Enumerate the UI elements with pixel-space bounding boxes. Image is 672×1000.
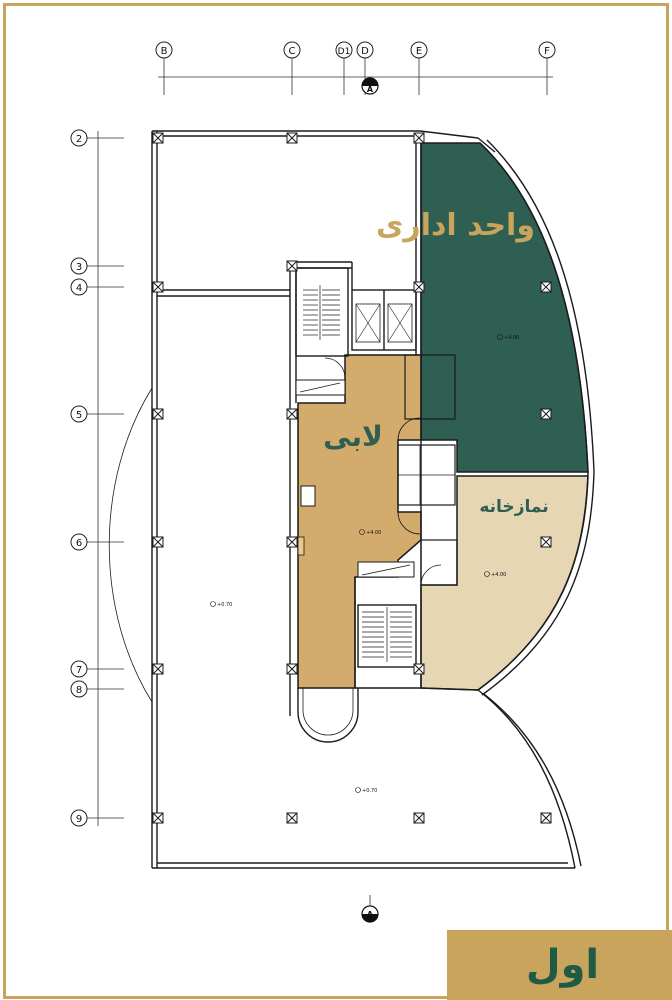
grid-column-bubbles: B C D1 D E F: [155, 41, 556, 59]
column: [286, 132, 298, 144]
column: [413, 132, 425, 144]
column: [286, 663, 298, 675]
grid-label-7: 7: [76, 665, 82, 676]
escalator-bottom: [357, 561, 415, 578]
grid-columns: [158, 57, 553, 95]
grid-label-d: D: [361, 46, 369, 57]
lobby-column-trim: [297, 536, 305, 556]
grid-label-9: 9: [76, 814, 82, 825]
lobby-fixture: [300, 485, 316, 507]
page-frame: [3, 3, 669, 999]
structural-columns: [152, 132, 552, 824]
level-marker: +0.70: [210, 601, 232, 608]
door-swings: [324, 357, 442, 586]
svg-text:+0.70: +0.70: [362, 788, 377, 794]
stair-treads-north: [303, 285, 340, 340]
column: [152, 536, 164, 548]
column: [540, 408, 552, 420]
svg-text:A: A: [367, 910, 374, 919]
grid-label-2: 2: [76, 134, 82, 145]
grid-row-bubbles: 2 3 4 5 6 7 8 9: [70, 129, 88, 827]
svg-text:+4.00: +4.00: [491, 572, 506, 578]
column: [152, 663, 164, 675]
column: [152, 812, 164, 824]
outer-walls: [108, 130, 595, 869]
column: [286, 408, 298, 420]
grid-label-6: 6: [76, 538, 82, 549]
column: [286, 812, 298, 824]
svg-text:A: A: [367, 85, 374, 94]
column: [286, 260, 298, 272]
level-marker: +4.00: [484, 571, 506, 578]
column: [286, 536, 298, 548]
column: [413, 663, 425, 675]
prayer-room-label: نمازخانه: [479, 497, 549, 517]
column: [540, 812, 552, 824]
column: [540, 536, 552, 548]
grid-label-8: 8: [76, 685, 82, 696]
grid-rows: [86, 131, 124, 826]
column: [152, 132, 164, 144]
stair-treads-south: [362, 607, 412, 662]
grid-label-e: E: [416, 46, 422, 57]
grid-bubble-e: [410, 41, 428, 59]
grid-bubble-f: [538, 41, 556, 59]
floor-label: اول: [525, 942, 600, 988]
svg-text:+4.00: +4.00: [366, 530, 381, 536]
svg-text:+4.00: +4.00: [504, 335, 519, 341]
grid-label-d1: D1: [338, 47, 351, 57]
office-unit-label: واحد اداری: [375, 208, 535, 243]
section-marker-top: A: [361, 77, 379, 95]
grid-label-c: C: [289, 46, 296, 57]
grid-label-f: F: [544, 46, 550, 57]
column: [413, 281, 425, 293]
grid-bubble-b: [155, 41, 173, 59]
grid-bubble-d: [356, 41, 374, 59]
grid-label-3: 3: [76, 262, 82, 273]
section-marker-bottom: A: [361, 905, 379, 923]
level-marker: +4.00: [497, 334, 519, 341]
grid-label-5: 5: [76, 410, 82, 421]
column: [152, 408, 164, 420]
column: [413, 812, 425, 824]
column: [152, 281, 164, 293]
grid-bubble-d1: [335, 41, 353, 59]
grid-bubble-c: [283, 41, 301, 59]
grid-label-4: 4: [76, 283, 82, 294]
floor-tab: [447, 930, 672, 1000]
grid-label-b: B: [161, 46, 168, 57]
level-markers: +0.70 +0.70 +4.00 +4.00 +4.00: [210, 334, 519, 794]
lobby-label: لابی: [323, 420, 383, 453]
column: [540, 281, 552, 293]
office-zone: [420, 142, 589, 473]
level-marker: +0.70: [355, 787, 377, 794]
svg-text:+0.70: +0.70: [217, 602, 232, 608]
lobby-zone: [297, 354, 422, 689]
level-marker: +4.00: [359, 529, 381, 536]
